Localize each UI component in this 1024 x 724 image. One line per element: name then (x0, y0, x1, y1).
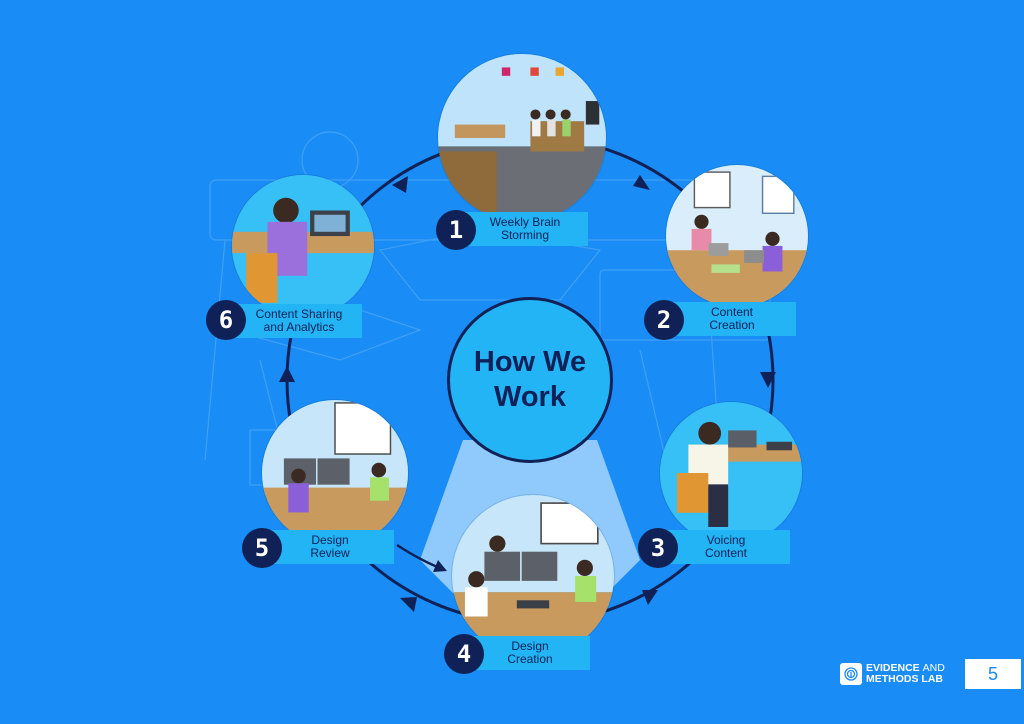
review-arrow-icon (433, 560, 447, 572)
arrow-2-to-3-icon (760, 372, 776, 388)
step-4-number: 4 (444, 634, 484, 674)
step-6-label: Content Sharing and Analytics (236, 304, 362, 338)
step-6-number: 6 (206, 300, 246, 340)
logo-line-1-light: AND (922, 662, 945, 674)
logo-text: EVIDENCE AND METHODS LAB (866, 663, 945, 685)
scene-voicing-content (660, 402, 802, 544)
step-2-number: 2 (644, 300, 684, 340)
page-number: 5 (965, 659, 1021, 689)
center-title: How We Work (447, 297, 613, 463)
step-1-label: Weekly Brain Storming (462, 212, 588, 246)
fingerprint-icon (840, 663, 862, 685)
scene-brainstorming (438, 54, 606, 222)
scene-design-creation (452, 495, 614, 657)
evidence-methods-lab-logo: EVIDENCE AND METHODS LAB (840, 661, 962, 687)
step-5-number: 5 (242, 528, 282, 568)
arrow-3-to-4-icon (642, 590, 658, 605)
logo-line-2: METHODS LAB (866, 673, 943, 685)
scene-content-sharing (232, 175, 374, 317)
logo-line-1: EVIDENCE (866, 662, 920, 674)
step-3-number: 3 (638, 528, 678, 568)
arrow-6-to-1-icon (392, 176, 408, 193)
arrow-5-to-6-icon (279, 366, 295, 382)
step-4-label: Design Creation (470, 636, 590, 670)
step-3-label: Voicing Content (662, 530, 790, 564)
arrow-1-to-2-icon (633, 175, 650, 190)
step-1-number: 1 (436, 210, 476, 250)
step-2-label: Content Creation (668, 302, 796, 336)
arrow-4-to-5-icon (400, 597, 417, 612)
step-5-label: Design Review (266, 530, 394, 564)
scene-design-review (262, 400, 408, 546)
scene-content-creation (666, 165, 808, 307)
